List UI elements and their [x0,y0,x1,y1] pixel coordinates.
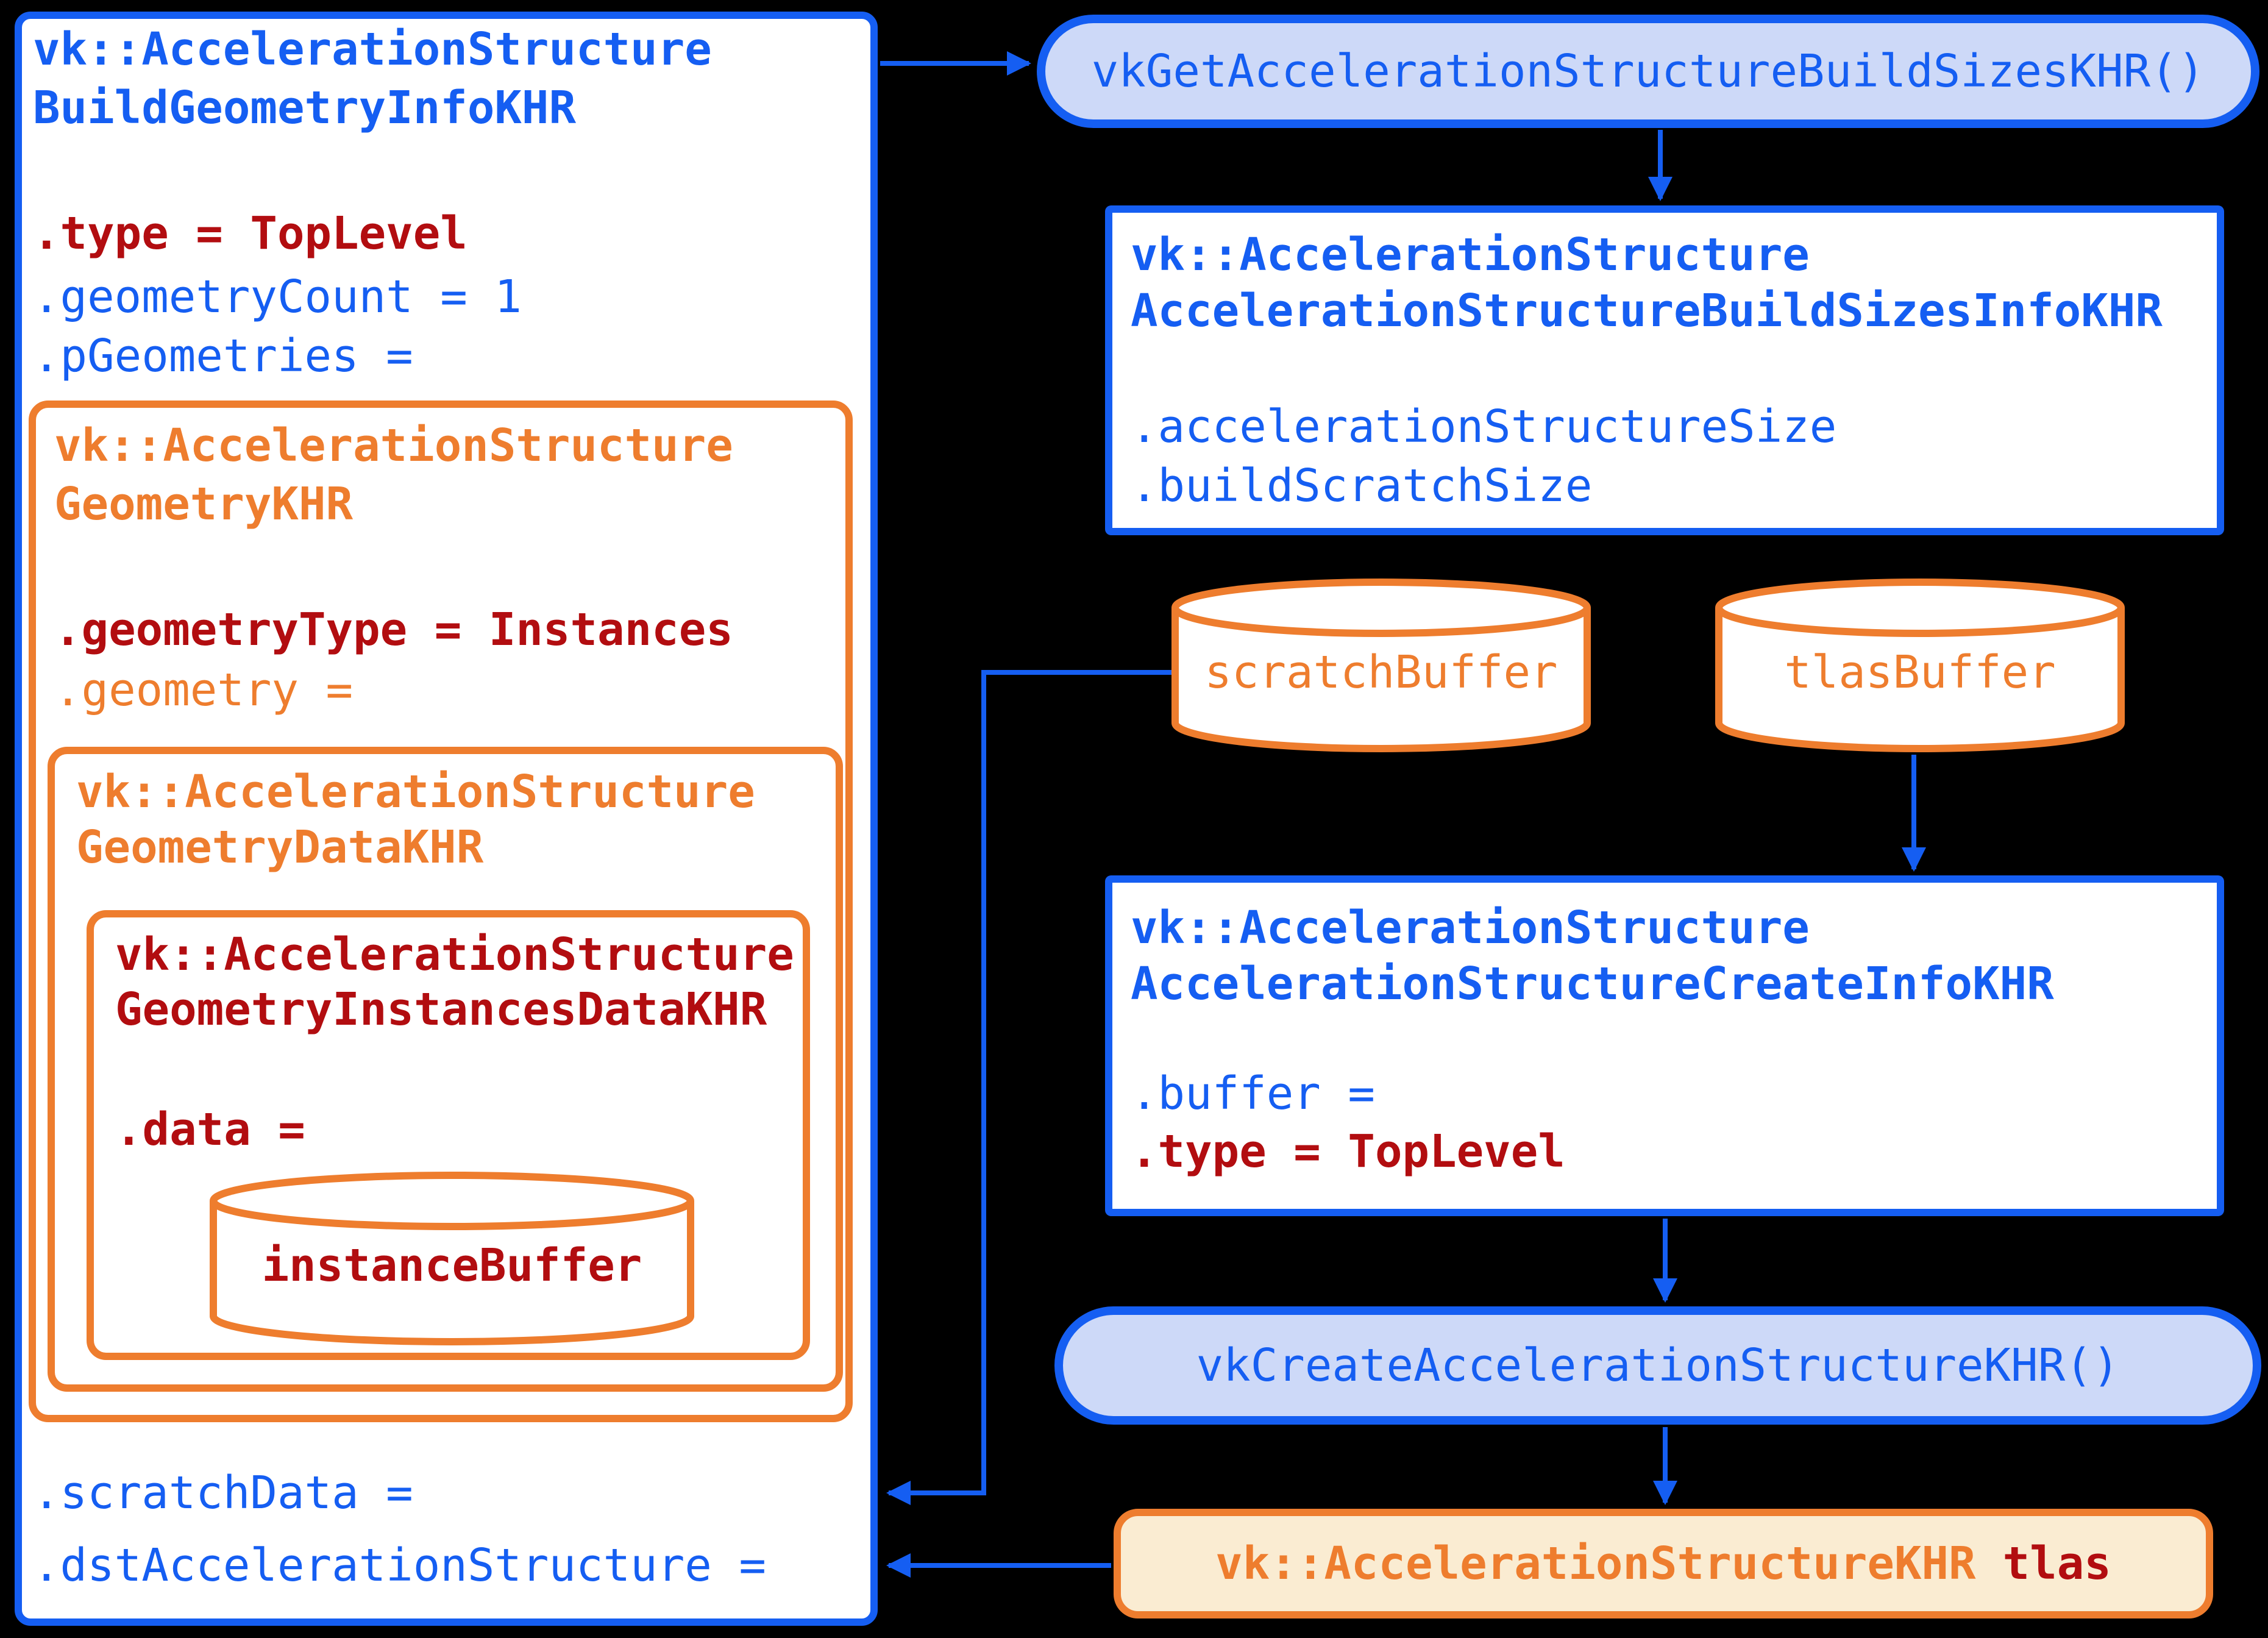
field-geometry-type: .geometryType = Instances [54,604,733,656]
geometry-title-line2: GeometryKHR [54,478,354,530]
field-buffer: .buffer = [1131,1067,1375,1120]
instance-buffer-label: instanceBuffer [261,1239,642,1292]
field-data: .data = [115,1103,305,1156]
geometry-box: vk::AccelerationStructure GeometryKHR .g… [29,401,853,1422]
field-dst-acceleration-structure: .dstAccelerationStructure = [33,1539,766,1592]
get-build-sizes-pill: vkGetAccelerationStructureBuildSizesKHR(… [1037,15,2259,128]
geometry-data-title-line1: vk::AccelerationStructure [76,766,755,818]
instances-data-title-line2: GeometryInstancesDataKHR [115,983,767,1036]
tlas-result-variable: tlas [2002,1537,2111,1590]
field-type: .type = TopLevel [33,207,467,260]
build-geometry-info-title-line1: vk::AccelerationStructure [33,23,712,76]
build-geometry-info-title-line2: BuildGeometryInfoKHR [33,82,577,134]
scratch-buffer-cylinder: scratchBuffer [1171,579,1591,752]
cylinder-shape-icon [210,1172,694,1345]
cylinder-shape-icon [1171,579,1591,752]
build-sizes-title-line2: AccelerationStructureBuildSizesInfoKHR [1131,285,2163,337]
tlas-result-box: vk::AccelerationStructureKHR tlas [1114,1509,2213,1618]
field-create-type: .type = TopLevel [1131,1125,1565,1178]
geometry-title-line1: vk::AccelerationStructure [54,419,733,472]
create-acceleration-structure-pill: vkCreateAccelerationStructureKHR() [1054,1306,2261,1425]
tlas-result-type: vk::AccelerationStructureKHR [1215,1537,1976,1590]
scratch-buffer-label: scratchBuffer [1204,646,1558,699]
field-geometry-count: .geometryCount = 1 [33,271,522,323]
create-info-title-line2: AccelerationStructureCreateInfoKHR [1131,958,2054,1010]
build-geometry-info-box: vk::AccelerationStructure BuildGeometryI… [15,12,878,1626]
field-p-geometries: .pGeometries = [33,330,413,382]
create-acceleration-structure-label: vkCreateAccelerationStructureKHR() [1196,1339,2120,1392]
instance-buffer-cylinder: instanceBuffer [210,1172,694,1345]
field-geometry: .geometry = [54,664,354,716]
cylinder-shape-icon [1715,579,2125,752]
geometry-data-title-line2: GeometryDataKHR [76,821,484,874]
build-sizes-title-line1: vk::AccelerationStructure [1131,229,1810,281]
tlas-buffer-cylinder: tlasBuffer [1715,579,2125,752]
field-build-scratch-size: .buildScratchSize [1131,460,1593,512]
instances-data-title-line1: vk::AccelerationStructure [115,928,794,981]
field-acceleration-structure-size: .accelerationStructureSize [1131,401,1837,453]
get-build-sizes-label: vkGetAccelerationStructureBuildSizesKHR(… [1091,45,2205,98]
field-scratch-data: .scratchData = [33,1467,413,1519]
tlas-buffer-label: tlasBuffer [1784,646,2056,699]
build-sizes-info-box: vk::AccelerationStructure AccelerationSt… [1105,205,2224,535]
geometry-data-box: vk::AccelerationStructure GeometryDataKH… [48,747,843,1392]
create-info-title-line1: vk::AccelerationStructure [1131,902,1810,954]
create-info-box: vk::AccelerationStructure AccelerationSt… [1105,875,2224,1216]
geometry-instances-data-box: vk::AccelerationStructure GeometryInstan… [87,910,810,1360]
